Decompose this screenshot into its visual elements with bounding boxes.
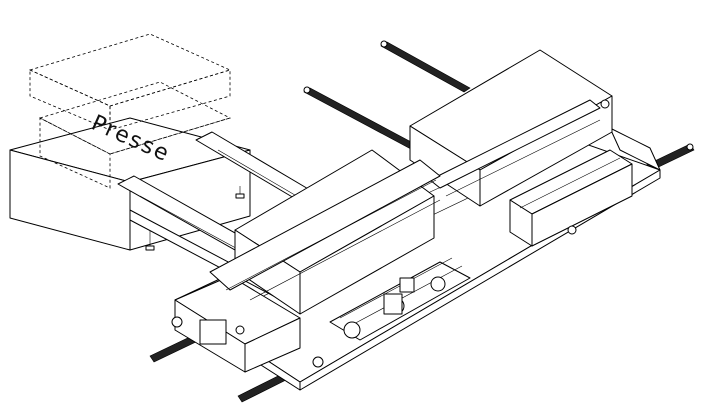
- rail-foot: [235, 193, 245, 199]
- press-foot: [145, 245, 155, 251]
- gearbox-2: [399, 277, 415, 293]
- front-drive-unit: [171, 275, 324, 373]
- gear-3: [430, 276, 446, 292]
- rear-bolster-table: [409, 49, 613, 207]
- control-cabinet-door: [199, 319, 227, 345]
- motor-cap: [235, 325, 245, 335]
- press-block: Presse: [9, 33, 251, 251]
- rear-rail-right: [380, 40, 471, 93]
- right-end-unit: [509, 127, 661, 247]
- gearbox: [383, 293, 403, 315]
- front-wheel-2: [312, 356, 324, 368]
- drive-mechanism: [329, 257, 471, 341]
- front-bolster-table: [209, 149, 441, 315]
- gear-1: [343, 321, 361, 339]
- right-motor-housing: [609, 127, 661, 171]
- front-wheel: [171, 316, 183, 328]
- right-foot: [567, 225, 577, 235]
